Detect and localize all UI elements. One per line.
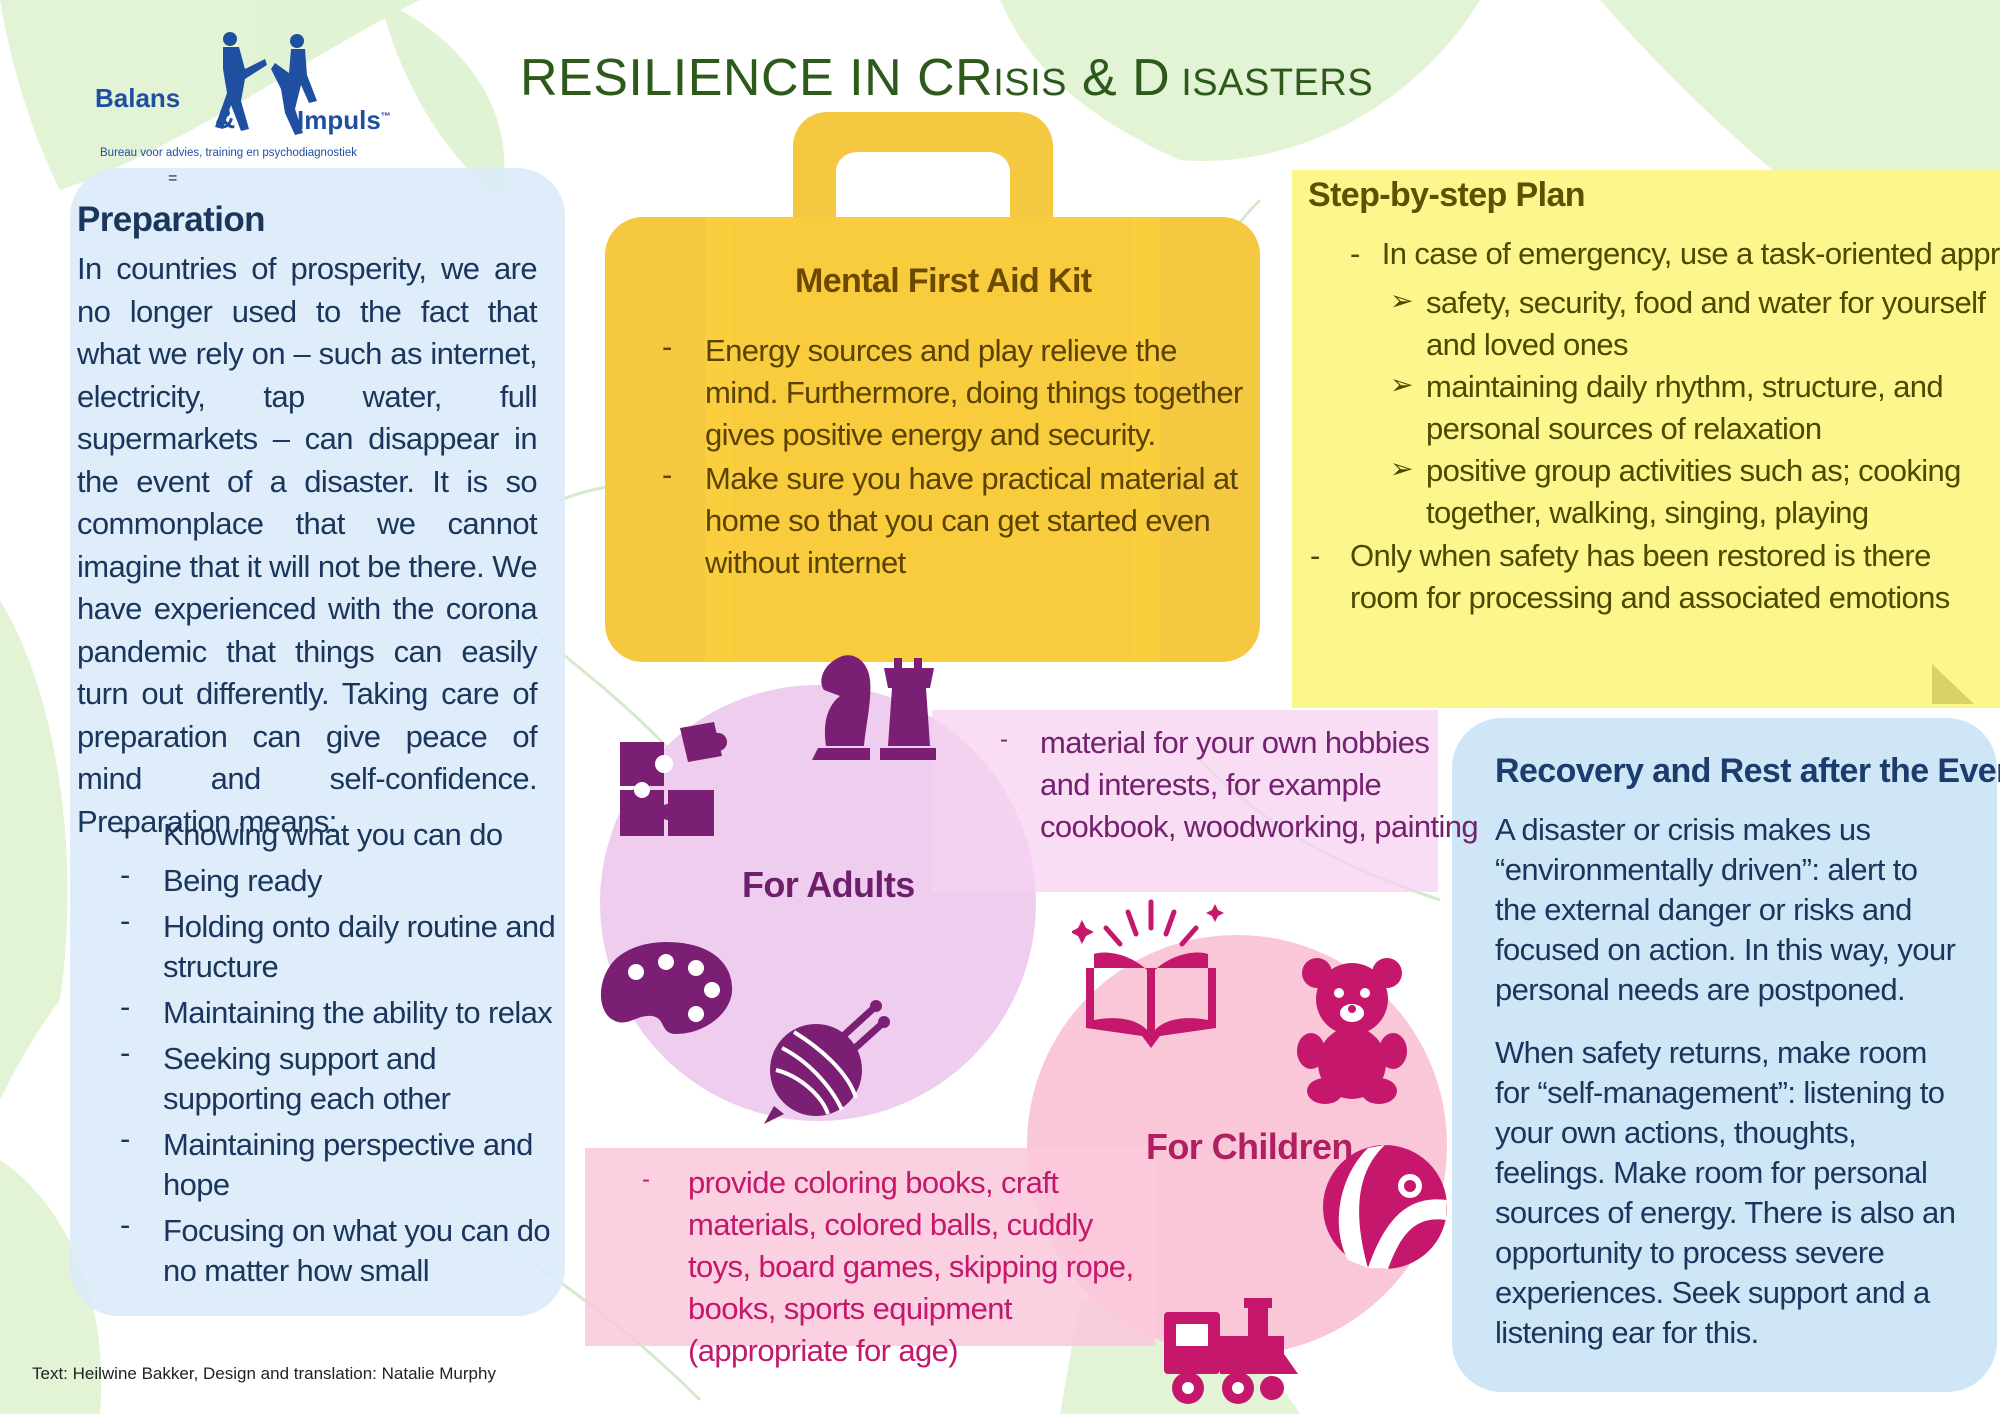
chess-icon [812,655,936,760]
kit-heading: Mental First Aid Kit [795,262,1092,300]
preparation-body: In countries of prosperity, we are no lo… [77,251,538,839]
dash-marker: - [642,1166,650,1193]
kit-list: Energy sources and play relieve the mind… [660,326,1250,586]
plan-sub-list: safety, security, food and water for you… [1390,280,1990,534]
children-label: For Children [1146,1126,1353,1167]
teddy-bear-icon [1297,958,1407,1104]
open-book-icon [1072,899,1224,1048]
plan-closing: -Only when safety has been restored is t… [1310,538,1950,615]
logo-brand-left: Balans [95,83,181,113]
list-item: Holding onto daily routine and structure [118,901,558,987]
dancers-logo-icon [215,32,317,135]
recovery-panel [1452,718,1997,1392]
preparation-list: Knowing what you can do Being ready Hold… [118,809,558,1297]
logo-ampersand: & [215,103,236,134]
plan-intro: -In case of emergency, use a task-orient… [1350,236,2000,271]
page-title: RESILIENCE IN CRISIS & D ISASTERS [520,49,1374,107]
toy-train-icon [1164,1298,1298,1404]
plan-heading: Step-by-step Plan [1308,176,1586,214]
list-item: Focusing on what you can do no matter ho… [118,1205,558,1291]
preparation-heading: Preparation [77,200,266,239]
adults-label: For Adults [742,864,915,905]
list-item: positive group activities such as; cooki… [1390,448,1990,534]
recovery-paragraph-2: When safety returns, make room for “self… [1495,1035,1956,1350]
list-item: Make sure you have practical material at… [660,454,1250,584]
paint-palette-icon [600,942,733,1034]
recovery-heading: Recovery and Rest after the Event [1495,752,2000,790]
children-text: provide coloring books, craft materials,… [688,1165,1134,1368]
adults-text-box [932,710,1438,892]
children-text-box [585,1148,1155,1346]
list-item: Maintaining the ability to relax [118,987,558,1033]
list-item: maintaining daily rhythm, structure, and… [1390,364,1990,450]
list-item: Energy sources and play relieve the mind… [660,326,1250,456]
credits-text: Text: Heilwine Bakker, Design and transl… [32,1364,496,1383]
logo-brand-right: Impuls™ [297,105,391,135]
marker-text: = [168,170,178,187]
logo: Balans & Impuls™ Bureau voor advies, tra… [85,25,430,175]
list-item: Knowing what you can do [118,809,558,855]
note-fold [1932,664,1974,704]
puzzle-icon [620,722,727,836]
beach-ball-icon [1323,1145,1447,1269]
dash-marker: - [1000,726,1008,753]
logo-tagline: Bureau voor advies, training en psychodi… [100,147,357,159]
list-item: safety, security, food and water for you… [1390,280,1990,366]
list-item: Seeking support and supporting each othe… [118,1033,558,1119]
yarn-ball-icon [764,1000,890,1124]
list-item: Being ready [118,855,558,901]
adults-text: material for your own hobbies and intere… [1040,725,1479,844]
list-item: Maintaining perspective and hope [118,1119,558,1205]
recovery-paragraph-1: A disaster or crisis makes us “environme… [1495,812,1956,1007]
